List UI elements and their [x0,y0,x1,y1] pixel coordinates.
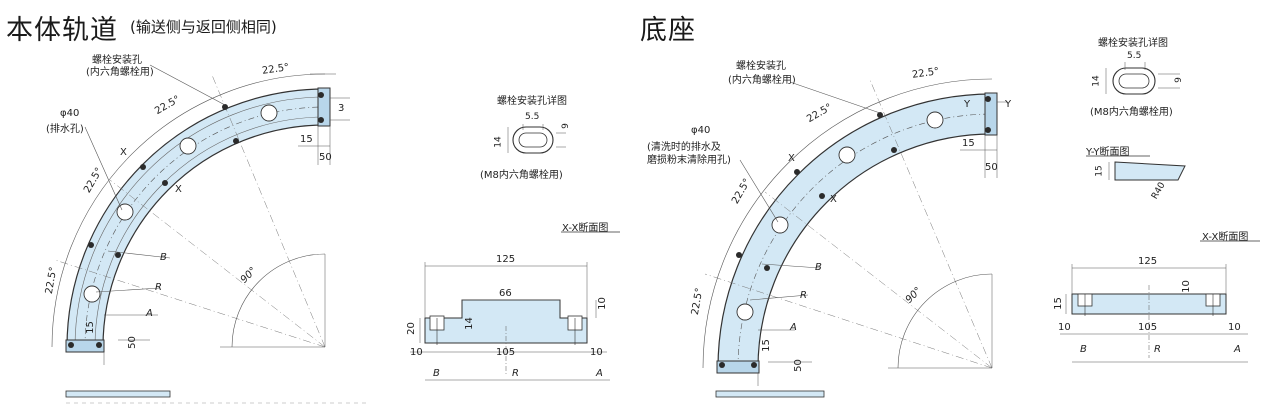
left-section-title: X-X断面图 [562,223,609,234]
right-a-label: A [790,322,797,333]
right-bolt-holes [719,96,991,368]
right-angle-arc [702,78,993,369]
right-y-marker-2: Y [1005,99,1012,110]
right-bolt-hole-label: 螺栓安装孔 [736,61,786,72]
right-x-marker-1: X [788,153,795,164]
left-b-label: B [160,252,167,263]
left-sec-66: 66 [499,288,512,299]
right-sec-10-left: 10 [1058,322,1071,333]
right-90-arc [897,273,993,369]
right-section-body [1071,293,1227,315]
right-sec-r: R [1154,344,1161,355]
left-rail-inner-line [74,96,326,348]
left-sec-10-left: 10 [410,347,423,358]
right-y-marker-1: Y [964,99,971,110]
right-detail-9: 9 [1173,77,1184,83]
right-x-marker-2: X [830,194,837,205]
left-x-marker-1: X [120,147,127,158]
left-drain-hole-2 [179,137,197,155]
right-title: 底座 [640,15,696,46]
right-sec-a: A [1234,344,1241,355]
left-dim-50: 50 [319,152,332,163]
left-sec-a: A [596,368,603,379]
left-drain-dia: φ40 [60,108,80,119]
right-sec-10-right: 10 [1228,322,1241,333]
left-base-strip [65,390,171,398]
left-sec-105: 105 [496,347,516,358]
left-bolt-hole-sub: (内六角螺栓用) [86,67,154,78]
left-r-label: R [155,282,162,293]
left-bolt-holes [68,92,324,348]
left-subtitle: (输送侧与返回侧相同) [130,18,277,36]
right-yy-15: 15 [1094,165,1105,177]
left-sec-b: B [433,368,440,379]
right-yy-shape [1114,161,1186,181]
right-drain-dia: φ40 [691,125,711,136]
right-detail-14: 14 [1091,75,1102,87]
right-drain-label-1: (清洗时的排水及 [647,142,721,153]
right-b-label: B [815,262,822,273]
right-r-label: R [800,290,807,301]
left-detail-title: 螺栓安装孔详图 [497,96,567,107]
right-sec-10-top: 10 [1180,280,1192,293]
left-end-plate-bottom [65,339,105,353]
left-title: 本体轨道 [6,15,118,46]
left-sec-r: R [512,368,519,379]
right-sec-b: B [1080,344,1087,355]
right-drain-hole-4 [736,303,754,321]
right-section-title: X-X断面图 [1202,232,1249,243]
right-dim-50: 50 [985,162,998,173]
right-sec-15: 15 [1052,297,1064,310]
left-angle-arc [51,73,326,348]
right-drain-hole-3 [771,216,789,234]
left-bolt-hole-label: 螺栓安装孔 [92,55,142,66]
right-dim-15: 15 [962,138,975,149]
left-detail-55: 5.5 [525,112,540,122]
left-90-arc [231,253,326,348]
right-detail-caption: (M8内六角螺栓用) [1090,107,1173,118]
right-drain-hole-2 [838,146,856,164]
right-sec-125: 125 [1138,256,1158,267]
right-sec-105: 105 [1138,322,1158,333]
left-x-marker-2: X [175,184,182,195]
right-drain-label-2: 磨损粉末清除用孔) [647,155,731,166]
right-detail-title: 螺栓安装孔详图 [1098,38,1168,49]
left-drain-hole-1 [260,104,278,122]
left-drain-hole-4 [83,285,101,303]
left-sec-10-right2: 10 [590,347,603,358]
right-detail-55: 5.5 [1127,51,1142,61]
left-section-body [424,299,588,344]
left-dim-3: 3 [338,103,345,114]
left-a-label: A [146,308,153,319]
left-drain-label: (排水孔) [46,124,84,135]
left-detail-caption: (M8内六角螺栓用) [480,170,563,181]
left-dim-15: 15 [300,134,313,145]
right-yy-title: Y-Y断面图 [1086,147,1130,158]
right-bolt-hole-sub: (内六角螺栓用) [728,75,796,86]
left-sec-125: 125 [496,254,516,265]
right-base-strip [715,390,825,398]
right-drain-hole-1 [926,111,944,129]
